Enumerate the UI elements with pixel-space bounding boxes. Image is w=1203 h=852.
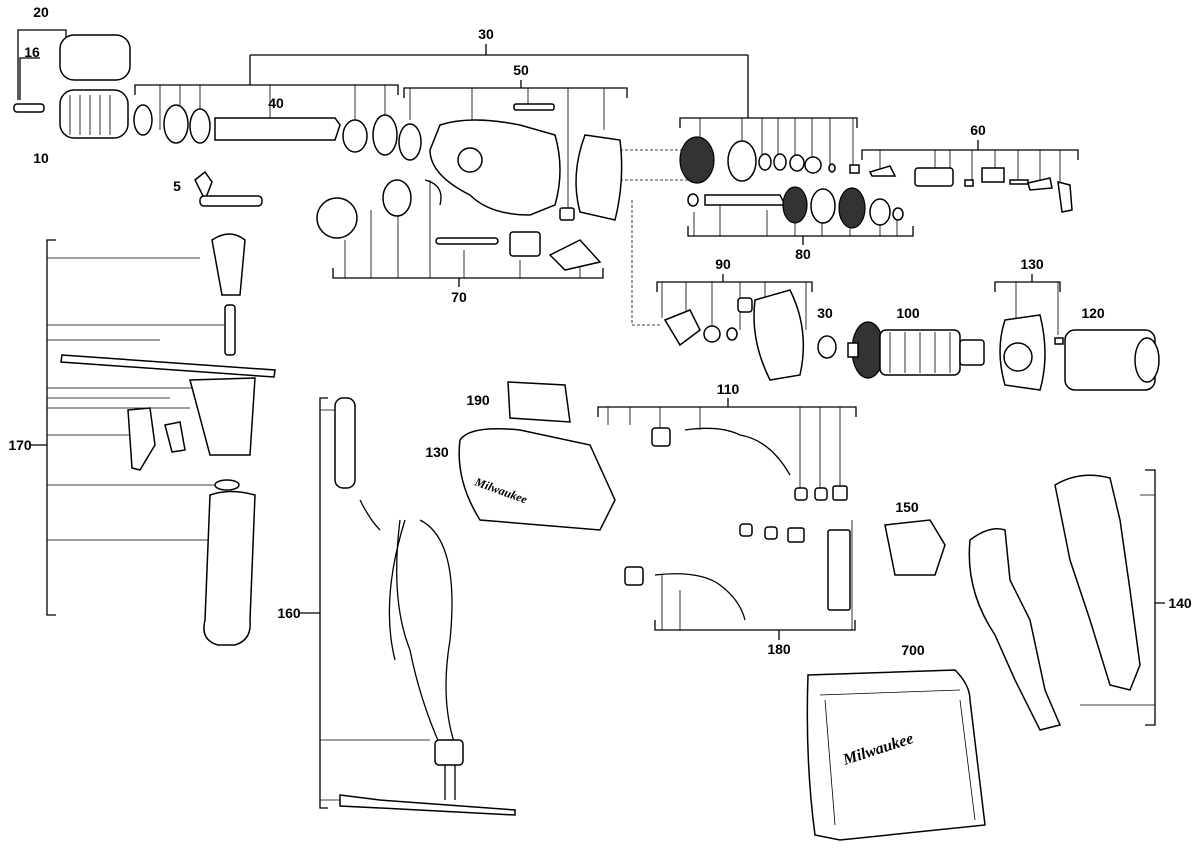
callout-50: 50 (513, 62, 529, 78)
callout-100: 100 (896, 305, 920, 321)
carrying-case: Milwaukee (806, 669, 986, 841)
callout-120: 120 (1081, 305, 1105, 321)
chuck-assembly (13, 34, 131, 139)
callout-130-top: 130 (1020, 256, 1044, 272)
chuck-key (194, 170, 263, 207)
callout-30-small: 30 (817, 305, 833, 321)
callout-5: 5 (173, 178, 181, 194)
callout-700: 700 (901, 642, 925, 658)
side-handle-assembly (60, 233, 276, 646)
callout-90: 90 (715, 256, 731, 272)
spindle-parts (133, 104, 422, 161)
armature (847, 321, 985, 379)
callout-60: 60 (970, 122, 986, 138)
motor-bearing-plate (663, 289, 837, 381)
field-and-baffle (999, 314, 1160, 391)
callout-170: 170 (8, 437, 32, 453)
gears-lower (687, 186, 904, 229)
callout-110: 110 (717, 381, 740, 397)
callout-150: 150 (895, 499, 919, 515)
callout-160: 160 (277, 605, 301, 621)
callout-16: 16 (24, 44, 40, 60)
callout-190: 190 (466, 392, 490, 408)
callout-70: 70 (451, 289, 467, 305)
battery-shell-cover: Milwaukee (458, 381, 616, 531)
bracket-lines (17, 29, 1165, 809)
callout-130-mid: 130 (425, 444, 449, 460)
callout-180: 180 (767, 641, 791, 657)
callout-140: 140 (1168, 595, 1192, 611)
brush-holder-parts (624, 427, 851, 621)
callout-20: 20 (33, 4, 49, 20)
power-cord (334, 397, 516, 816)
callout-30-top: 30 (478, 26, 494, 42)
handle-housing (968, 474, 1141, 731)
clutch-mechanism-parts (868, 165, 1073, 213)
switch (884, 519, 946, 576)
callout-10: 10 (33, 150, 49, 166)
gear-housing (429, 103, 623, 221)
callout-40: 40 (268, 95, 284, 111)
gear-housing-small-parts (316, 179, 602, 271)
callout-80: 80 (795, 246, 811, 262)
gears-upper (679, 136, 860, 184)
